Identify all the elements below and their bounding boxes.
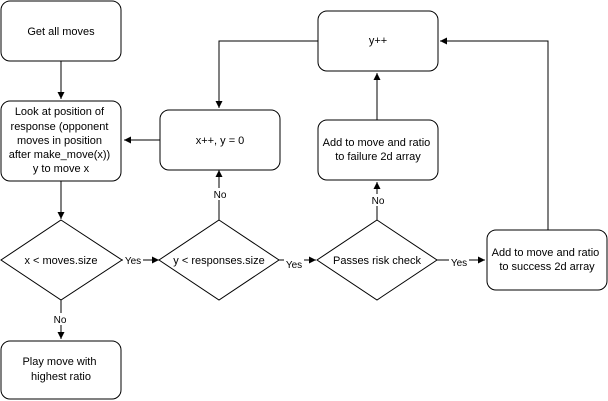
node-x-increment-text: x++, y = 0 — [196, 135, 245, 147]
node-look-at-position-text: Look at position of response (opponent m… — [9, 106, 114, 175]
node-y-increment: y++ — [317, 10, 439, 72]
node-y-check: y < responses.size — [158, 219, 280, 301]
svg-text:Yes: Yes — [286, 260, 302, 271]
node-x-check: x < moves.size — [0, 219, 123, 301]
edges — [57, 37, 549, 339]
node-get-all-moves-text: Get all moves — [27, 26, 95, 38]
edge-label-x-no: No — [52, 313, 69, 326]
edge-label-y-yes: Yes — [284, 258, 304, 271]
svg-text:No: No — [372, 196, 385, 207]
edge-label-risk-no: No — [369, 194, 386, 207]
node-success-add-text: Add to move and ratio to success 2d arra… — [492, 247, 603, 273]
svg-text:No: No — [214, 190, 227, 201]
node-risk-check-text: Passes risk check — [333, 255, 422, 267]
edge-y-inc-to-x-inc — [215, 40, 318, 108]
node-play-move-text: Play move with highest ratio — [22, 356, 99, 383]
node-failure-add: Add to move and ratio to failure 2d arra… — [317, 119, 439, 181]
svg-text:No: No — [54, 315, 67, 326]
node-risk-check: Passes risk check — [316, 219, 438, 301]
node-x-increment: x++, y = 0 — [159, 109, 281, 171]
edge-labels: Yes No Yes No Yes No — [52, 188, 469, 326]
edge-label-x-yes: Yes — [123, 254, 143, 267]
edge-label-y-no: No — [211, 188, 228, 201]
svg-text:Yes: Yes — [125, 256, 141, 267]
node-y-increment-text: y++ — [369, 35, 387, 47]
node-x-check-text: x < moves.size — [24, 255, 97, 267]
node-success-add: Add to move and ratio to success 2d arra… — [486, 229, 608, 291]
node-look-at-position: Look at position of response (opponent m… — [0, 100, 122, 182]
node-play-move: Play move with highest ratio — [0, 340, 122, 400]
node-y-check-text: y < responses.size — [173, 255, 264, 267]
node-failure-add-text: Add to move and ratio to failure 2d arra… — [323, 137, 434, 163]
node-get-all-moves: Get all moves — [0, 0, 122, 62]
edge-label-risk-yes: Yes — [449, 256, 469, 269]
edge-success-to-y-inc — [440, 37, 549, 230]
svg-text:Yes: Yes — [451, 258, 467, 269]
